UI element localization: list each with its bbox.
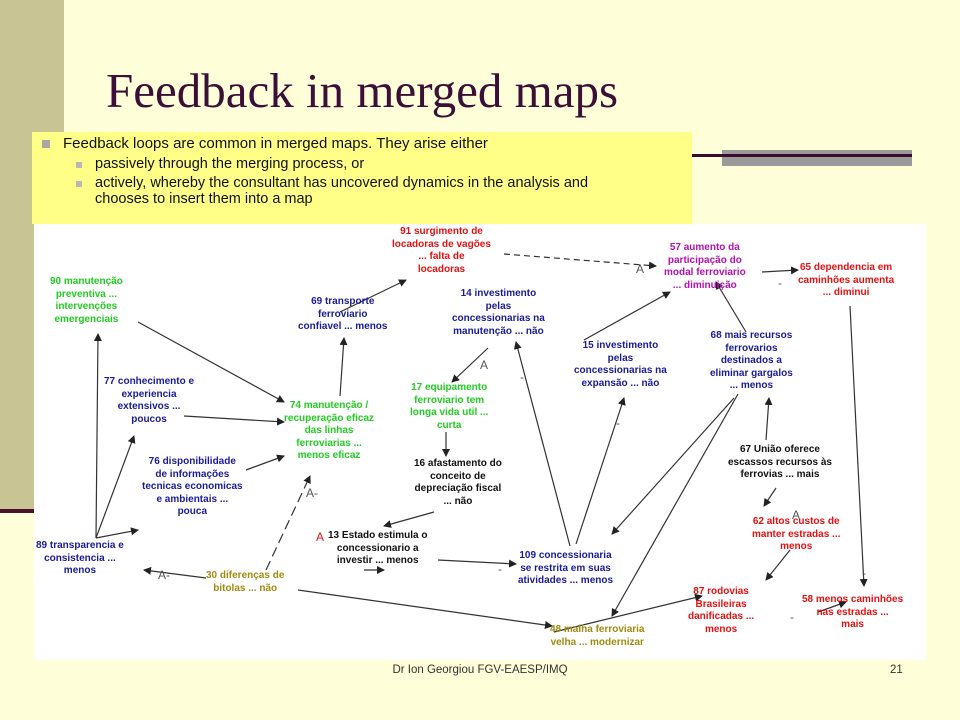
sign-m3: - — [616, 416, 620, 430]
arrow-68-48 — [611, 393, 739, 617]
arrow-67-62 — [763, 487, 777, 507]
arrow-89-77 — [95, 435, 136, 539]
bullet-main: Feedback loops are common in merged maps… — [63, 135, 488, 152]
sign-m2: - — [520, 370, 524, 384]
arrow-76-74 — [245, 454, 285, 471]
sub-bullet-active: actively, whereby the consultant has unc… — [95, 175, 589, 191]
sub-bullet-passive: passively through the merging process, o… — [95, 156, 365, 172]
sub-bullet-square-icon — [76, 181, 82, 187]
arrow-69-91 — [339, 279, 407, 313]
arrow-30-48 — [297, 589, 553, 629]
arrow-68-109 — [611, 397, 735, 535]
sign-m1: - — [778, 276, 782, 290]
arrow-87-58 — [817, 600, 847, 613]
left-accent-line — [0, 509, 36, 513]
arrow-89-90 — [93, 333, 102, 539]
arrow-30-74 — [265, 475, 311, 571]
bullet-square-icon — [42, 140, 50, 148]
arrow-15-57 — [583, 291, 671, 341]
arrow-30-89 — [143, 566, 207, 579]
arrow-62-87 — [765, 549, 791, 581]
sign-a4: A- — [158, 568, 170, 582]
arrow-57-65 — [761, 266, 799, 275]
sign-a5: A — [792, 508, 801, 522]
bullet-box: Feedback loops are common in merged maps… — [32, 132, 692, 224]
sub-bullet-square-icon — [76, 162, 82, 168]
arrow-67-68 — [764, 397, 773, 441]
sub-bullet-active-cont: chooses to insert them into a map — [95, 191, 313, 207]
page-number: 21 — [890, 664, 903, 676]
arrow-13-109 — [437, 559, 517, 568]
sign-a6: A — [316, 530, 325, 544]
sign-a1: A — [636, 262, 645, 276]
arrow-89-76 — [95, 527, 139, 539]
arrow-77-74 — [183, 415, 285, 426]
arrow-14-17 — [451, 347, 489, 383]
footer-author: Dr Ion Georgiou FGV-EAESP/IMQ — [392, 664, 568, 676]
arrow-68-57 — [715, 281, 747, 333]
sign-m5: - — [862, 566, 866, 580]
arrow-65-58 — [849, 305, 868, 587]
arrow-109-15 — [575, 397, 626, 545]
sign-a3: A- — [306, 486, 318, 500]
title-rule-dark — [690, 154, 912, 157]
sign-a2: A — [480, 358, 489, 372]
arrow-90-74 — [137, 321, 285, 403]
slide-title: Feedback in merged maps — [106, 63, 619, 118]
arrow-91-57 — [503, 253, 657, 270]
arrow-109-14 — [513, 341, 571, 547]
arrow-74-69 — [339, 337, 348, 397]
sign-m4: - — [498, 562, 502, 576]
map-arrows — [93, 253, 868, 633]
arrow-16-13 — [383, 511, 435, 528]
sign-m6: - — [790, 610, 794, 624]
arrow-48-87 — [553, 593, 703, 633]
title-rule-grey — [722, 150, 912, 166]
